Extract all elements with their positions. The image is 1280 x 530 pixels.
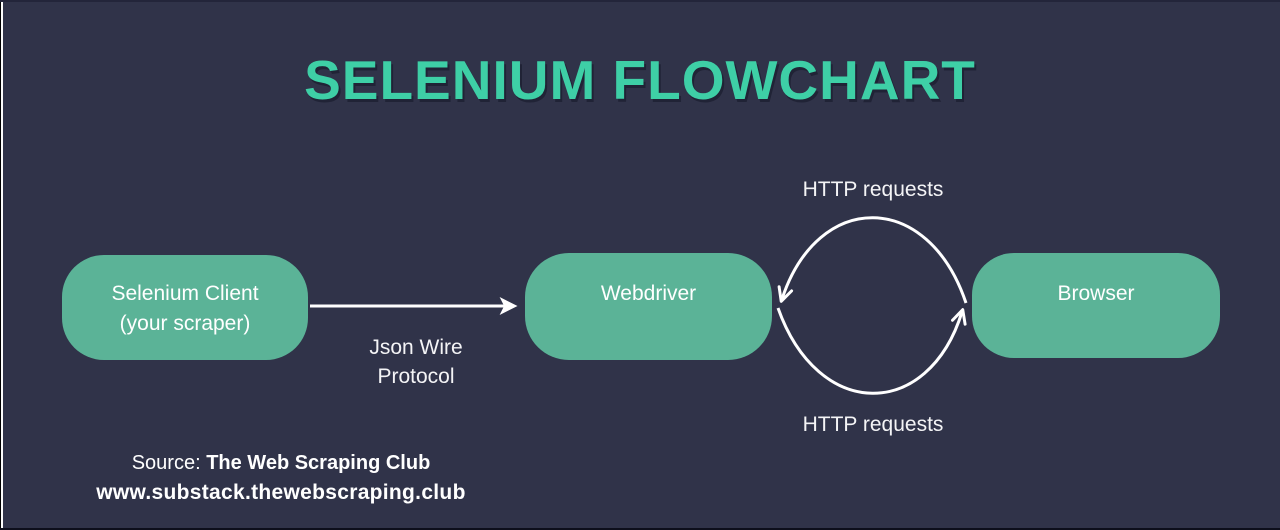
- node-selenium-client-label: Selenium Client: [111, 282, 259, 305]
- json-wire-protocol-label: Json Wire Protocol: [316, 333, 516, 391]
- screen-edge-bottom: [0, 528, 1280, 530]
- node-selenium-client-sublabel: (your scraper): [119, 312, 251, 335]
- json-wire-protocol-label-line1: Json Wire: [369, 336, 463, 359]
- node-browser-label: Browser: [1057, 282, 1135, 305]
- node-selenium-client: Selenium Client (your scraper): [62, 255, 308, 360]
- node-browser: Browser: [972, 253, 1220, 358]
- source-attribution: Source: The Web Scraping Club www.substa…: [60, 448, 502, 508]
- node-webdriver: Webdriver: [525, 253, 772, 360]
- http-request-bottom-arrow: [776, 307, 967, 395]
- page-title: SELENIUM FLOWCHART: [304, 49, 976, 111]
- source-prefix: Source:: [131, 452, 207, 474]
- screen-edge-left-inner: [1, 0, 3, 530]
- http-request-top-arrow: [777, 216, 968, 304]
- http-requests-bottom-label: HTTP requests: [802, 413, 944, 436]
- json-wire-protocol-label-line2: Protocol: [377, 365, 455, 388]
- source-line: Source: The Web Scraping Club: [60, 448, 502, 478]
- screen-edge-left-outer: [0, 0, 1, 530]
- screen-edge-top: [0, 0, 1280, 2]
- node-webdriver-label: Webdriver: [600, 282, 697, 305]
- http-requests-top-label: HTTP requests: [802, 178, 944, 201]
- source-name: The Web Scraping Club: [206, 452, 431, 474]
- source-url: www.substack.thewebscraping.club: [96, 481, 466, 504]
